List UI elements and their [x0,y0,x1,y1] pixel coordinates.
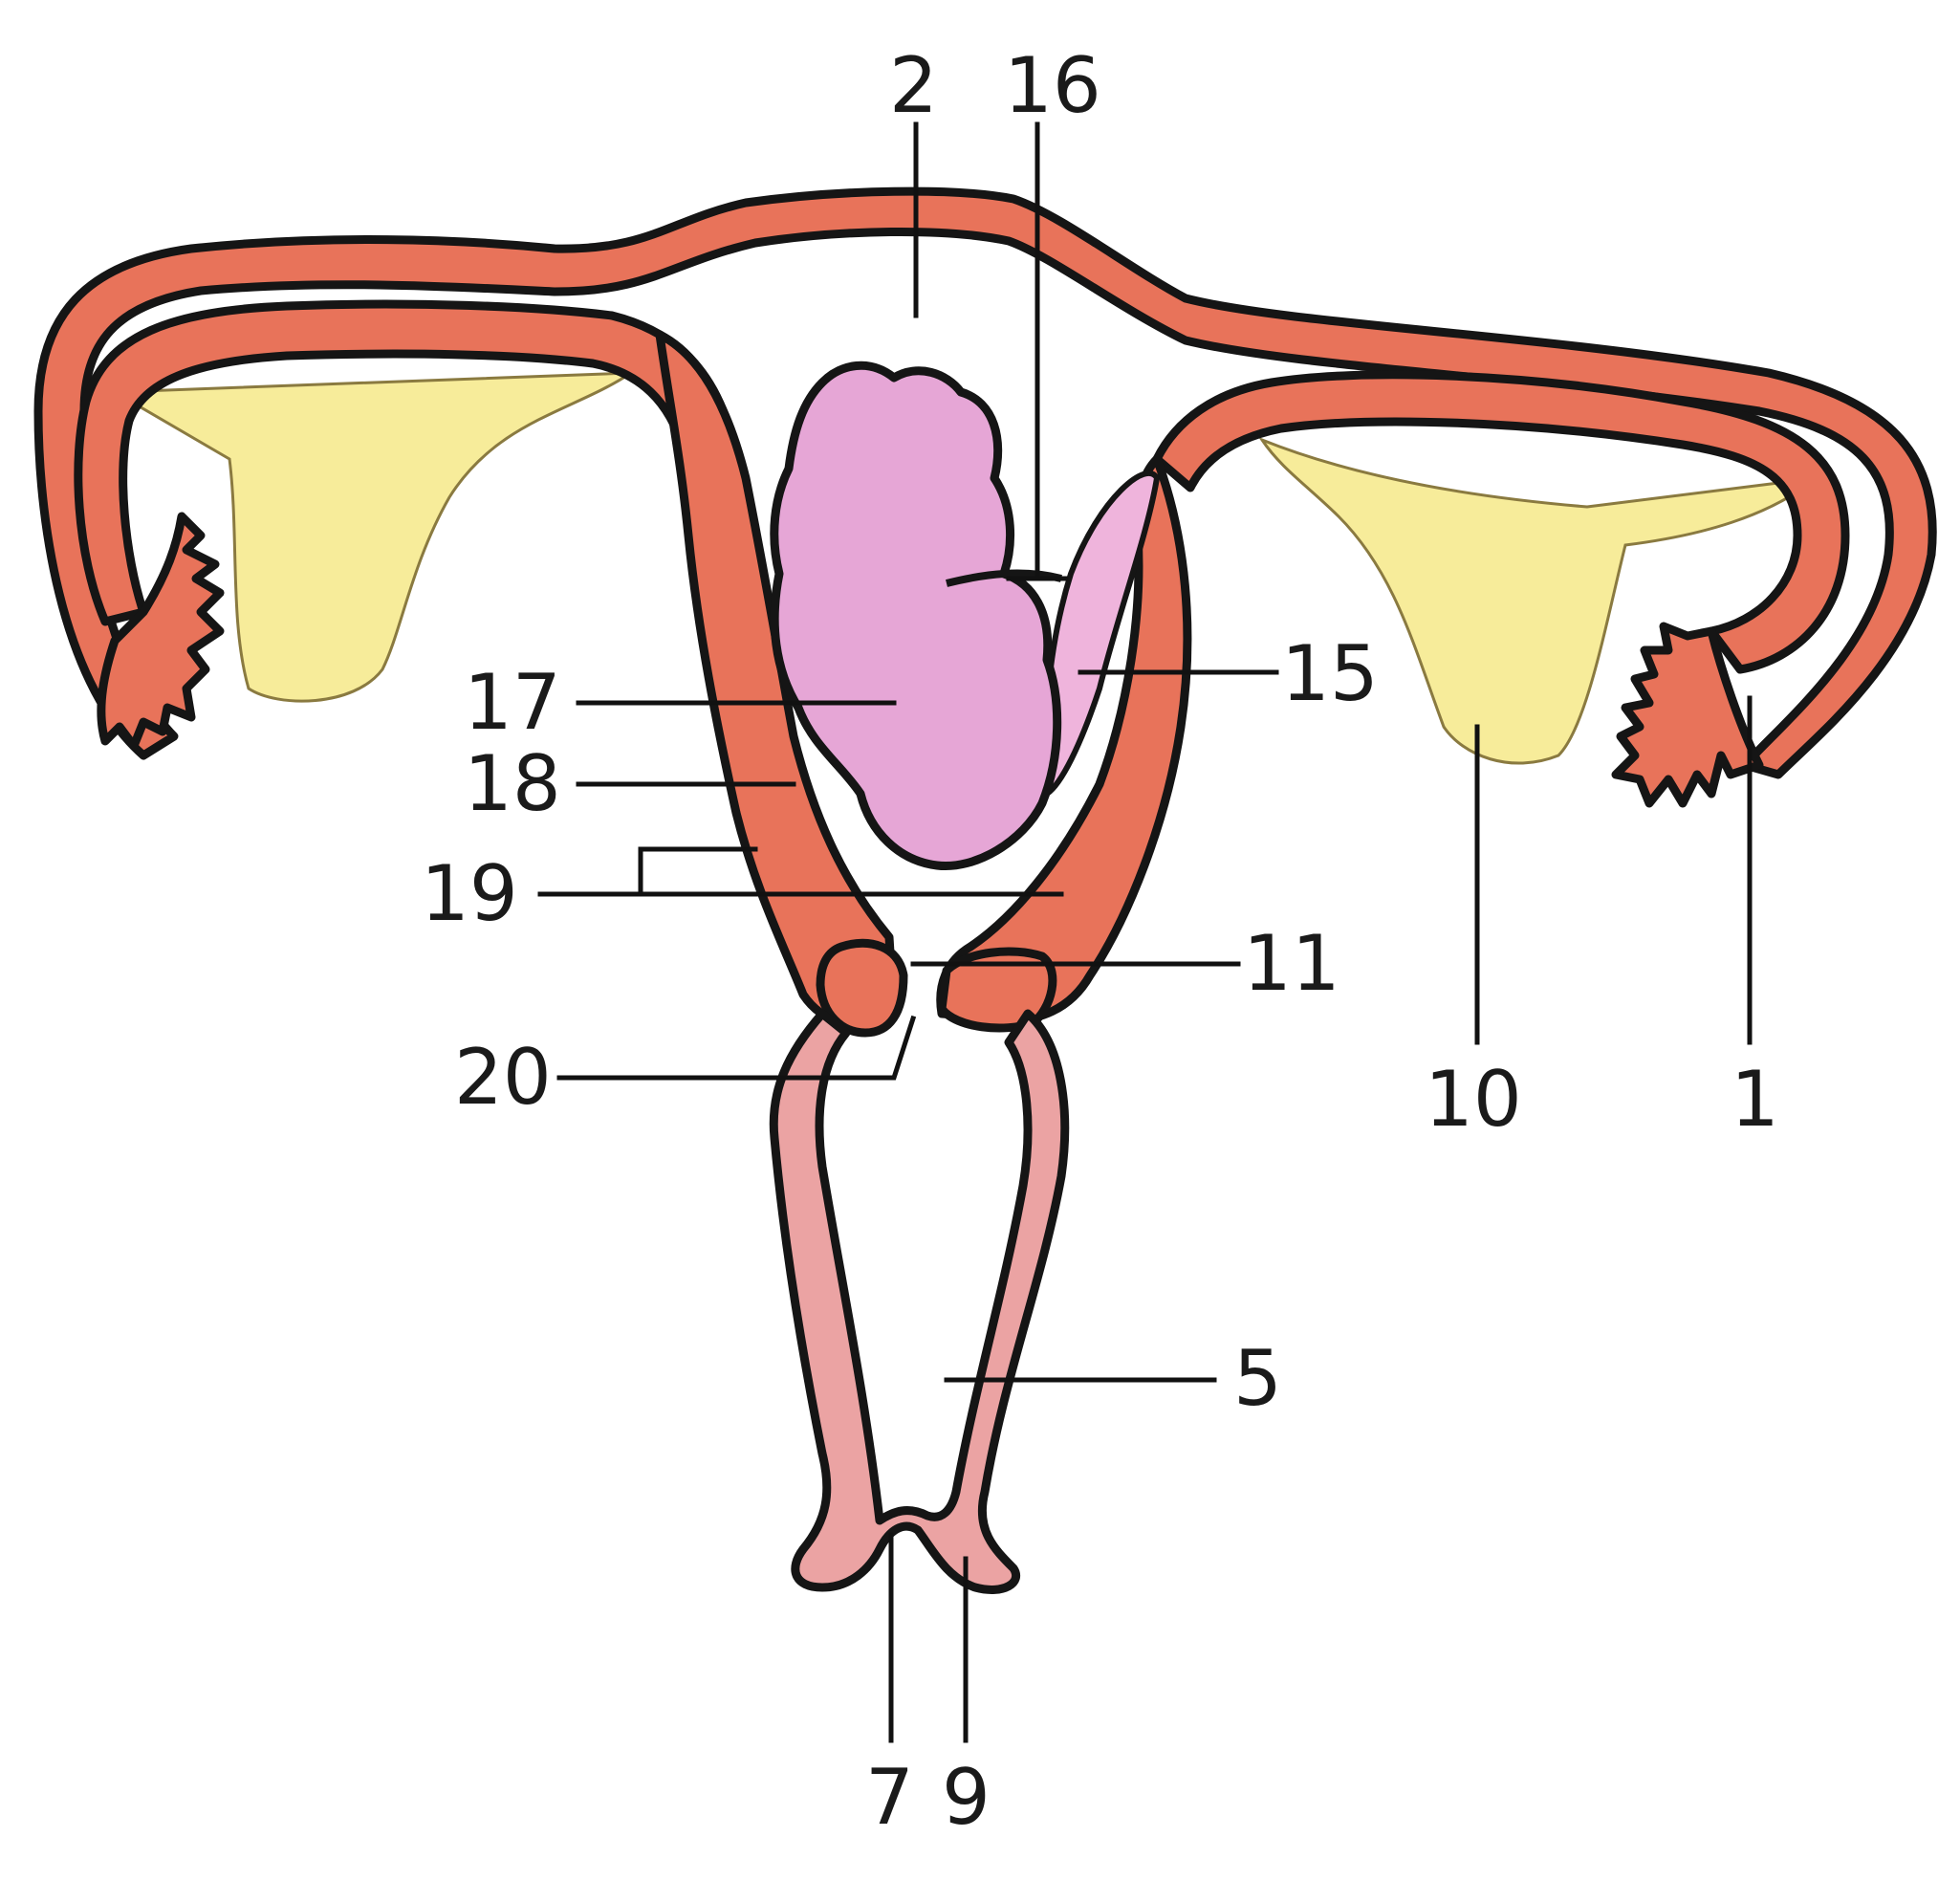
label-16: 16 [1004,48,1101,124]
label-20: 20 [454,1039,552,1116]
leader-19-bracket [641,849,755,894]
label-10: 10 [1425,1061,1522,1138]
label-5: 5 [1233,1341,1282,1417]
label-18: 18 [464,746,561,822]
label-17: 17 [464,665,561,741]
label-2: 2 [889,48,938,124]
label-7: 7 [865,1760,914,1836]
label-1: 1 [1731,1061,1779,1138]
label-11: 11 [1243,926,1340,1002]
label-9: 9 [942,1760,991,1836]
label-15: 15 [1281,636,1379,712]
fetus [774,365,1057,865]
label-19: 19 [421,856,518,932]
vagina [773,1014,1064,1589]
